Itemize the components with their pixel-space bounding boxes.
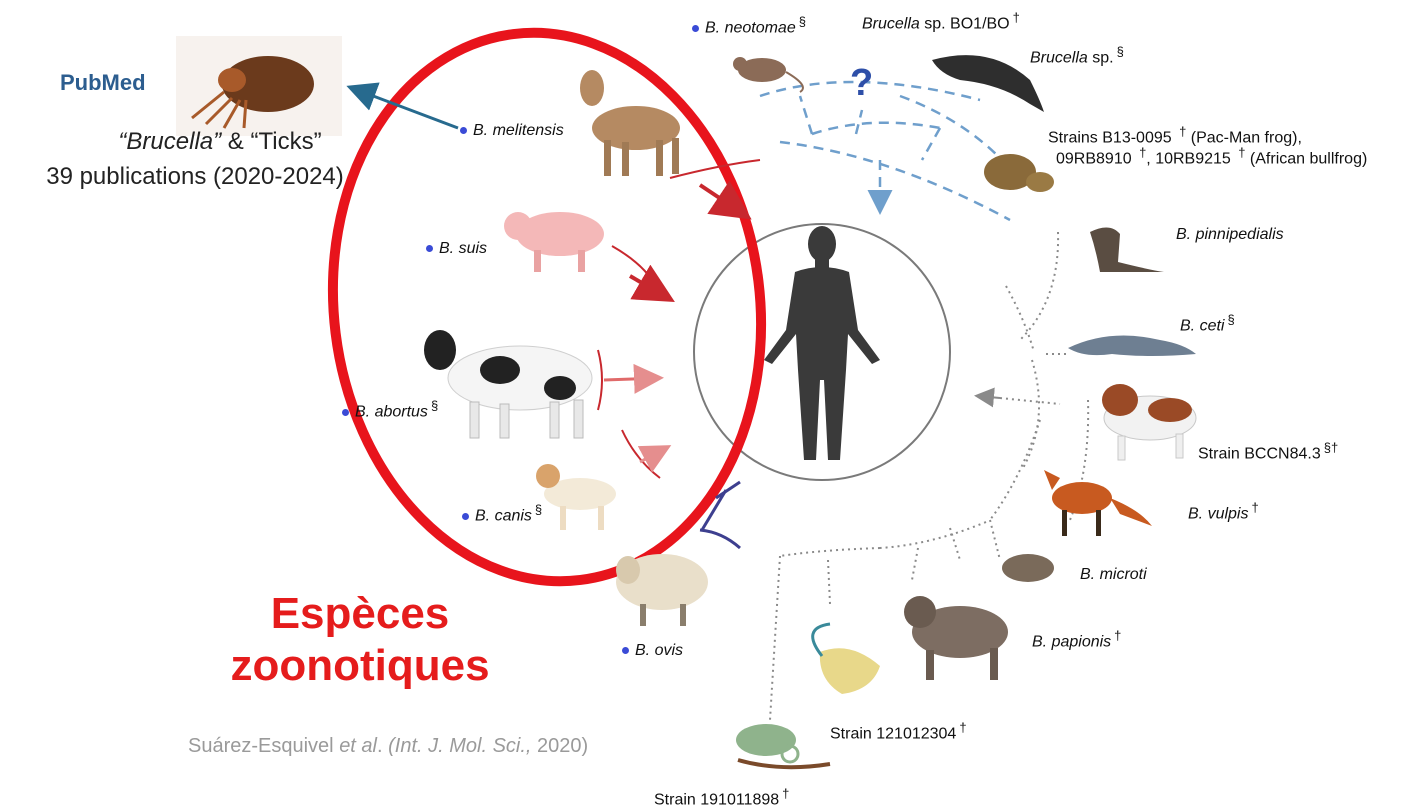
stingray-icon bbox=[813, 624, 880, 694]
label-suis: B. suis bbox=[426, 240, 487, 258]
name-abortus: B. abortus bbox=[355, 403, 428, 420]
blocked-arrow bbox=[700, 482, 740, 548]
bullet-dot bbox=[426, 245, 433, 252]
label-pinnipedialis: B. pinnipedialis bbox=[1176, 226, 1284, 244]
bullet-dot bbox=[342, 409, 349, 416]
dog-icon bbox=[536, 464, 616, 530]
whale-icon bbox=[932, 55, 1044, 112]
label-ovis: B. ovis bbox=[622, 642, 683, 660]
ref-year: 2020) bbox=[537, 735, 588, 757]
bullet-dot bbox=[460, 127, 467, 134]
name-sp-genus: Brucella bbox=[1030, 49, 1088, 66]
name-vulpis: B. vulpis bbox=[1188, 505, 1248, 522]
zoonotic-title-line1: Espèces bbox=[180, 588, 540, 640]
mark-strain121: † bbox=[959, 720, 966, 735]
sheep-icon bbox=[616, 554, 708, 626]
publication-count: 39 publications (2020-2024) bbox=[0, 163, 390, 191]
label-abortus: B. abortus§ bbox=[342, 398, 438, 421]
pubmed-query: “Brucella” & “Ticks” bbox=[60, 128, 380, 156]
label-frogs-line2: 09RB8910 †, 10RB9215 † (African bullfrog… bbox=[1056, 145, 1367, 168]
name-canis: B. canis bbox=[475, 507, 532, 524]
name-strain121: Strain 121012304 bbox=[830, 725, 956, 742]
name-neotomae: B. neotomae bbox=[705, 19, 796, 36]
uncertain-tree bbox=[760, 82, 1010, 220]
frogs-line2-c: (African bullfrog) bbox=[1245, 150, 1367, 167]
label-brucella-sp: Brucella sp.§ bbox=[1030, 44, 1124, 67]
name-bccn: Strain BCCN84.3 bbox=[1198, 445, 1321, 462]
pubmed-logo: PubMed bbox=[60, 70, 146, 96]
baboon-icon bbox=[904, 596, 1008, 680]
frogs-line1-b: (Pac-Man frog), bbox=[1186, 129, 1302, 146]
label-strain121: Strain 121012304† bbox=[830, 720, 967, 743]
mark-vulpis: † bbox=[1251, 500, 1258, 515]
name-sp-rest: sp. bbox=[1088, 49, 1114, 66]
mark-ceti: § bbox=[1227, 312, 1234, 327]
ref-dot: . bbox=[377, 735, 388, 757]
label-frogs-line1: Strains B13-0095 † (Pac-Man frog), bbox=[1048, 124, 1302, 147]
name-melitensis: B. melitensis bbox=[473, 122, 564, 139]
query-term-ticks: “Ticks” bbox=[250, 128, 321, 155]
frog-icon bbox=[984, 154, 1054, 192]
frogs-line1-a: Strains B13-0095 bbox=[1048, 129, 1176, 146]
label-strain191: Strain 191011898† bbox=[654, 786, 789, 809]
wood-rat-icon bbox=[733, 57, 803, 92]
label-bccn: Strain BCCN84.3§† bbox=[1198, 440, 1338, 463]
zoonotic-title: Espèces zoonotiques bbox=[180, 588, 540, 692]
label-neotomae: B. neotomae§ bbox=[692, 14, 806, 37]
query-join: & bbox=[221, 128, 250, 155]
label-melitensis: B. melitensis bbox=[460, 122, 564, 140]
name-ceti: B. ceti bbox=[1180, 317, 1224, 334]
label-papionis: B. papionis† bbox=[1032, 628, 1121, 651]
name-bo1-genus: Brucella bbox=[862, 15, 920, 32]
human-silhouette-icon bbox=[764, 226, 880, 460]
vole-icon bbox=[1002, 554, 1054, 582]
name-ovis: B. ovis bbox=[635, 642, 683, 659]
frogs-line2-a: 09RB8910 bbox=[1056, 150, 1136, 167]
ref-etal: et al bbox=[339, 735, 377, 757]
cow-icon bbox=[424, 330, 592, 438]
label-canis: B. canis§ bbox=[462, 502, 542, 525]
mark-neotomae: § bbox=[799, 14, 806, 29]
ref-journal: (Int. J. Mol. Sci., bbox=[388, 735, 537, 757]
mark-sp: § bbox=[1117, 44, 1124, 59]
label-vulpis: B. vulpis† bbox=[1188, 500, 1259, 523]
sea-lion-icon bbox=[1090, 227, 1164, 272]
pig-icon bbox=[504, 212, 604, 272]
mark-bccn: §† bbox=[1324, 440, 1338, 455]
ref-author: Suárez-Esquivel bbox=[188, 735, 339, 757]
grey-arrow bbox=[978, 396, 1000, 398]
zoonotic-title-line2: zoonotiques bbox=[180, 640, 540, 692]
saint-bernard-icon bbox=[1102, 384, 1196, 460]
bullet-dot bbox=[692, 25, 699, 32]
name-strain191: Strain 191011898 bbox=[654, 791, 779, 808]
chameleon-icon bbox=[736, 724, 830, 767]
pubmed-logo-text: PubMed bbox=[60, 70, 146, 95]
mark-abortus: § bbox=[431, 398, 438, 413]
frogs-line2-b: , 10RB9215 bbox=[1146, 150, 1235, 167]
name-papionis: B. papionis bbox=[1032, 633, 1111, 650]
fox-icon bbox=[1044, 470, 1152, 536]
tick-image-icon bbox=[176, 36, 342, 136]
zoonotic-arrows bbox=[598, 160, 760, 478]
bullet-dot bbox=[622, 647, 629, 654]
label-microti: B. microti bbox=[1080, 566, 1147, 584]
mark-bo1: † bbox=[1013, 10, 1020, 25]
label-bo1: Brucella sp. BO1/BO† bbox=[862, 10, 1020, 33]
mark-papionis: † bbox=[1114, 628, 1121, 643]
question-mark: ? bbox=[850, 62, 873, 105]
bullet-dot bbox=[462, 513, 469, 520]
name-suis: B. suis bbox=[439, 240, 487, 257]
mark-canis: § bbox=[535, 502, 542, 517]
name-bo1-rest: sp. BO1/BO bbox=[920, 15, 1010, 32]
reference: Suárez-Esquivel et al. (Int. J. Mol. Sci… bbox=[188, 735, 588, 758]
label-ceti: B. ceti§ bbox=[1180, 312, 1235, 335]
mark-strain191: † bbox=[782, 786, 789, 801]
query-term-brucella: “Brucella” bbox=[118, 128, 221, 155]
dolphin-icon bbox=[1068, 336, 1196, 357]
